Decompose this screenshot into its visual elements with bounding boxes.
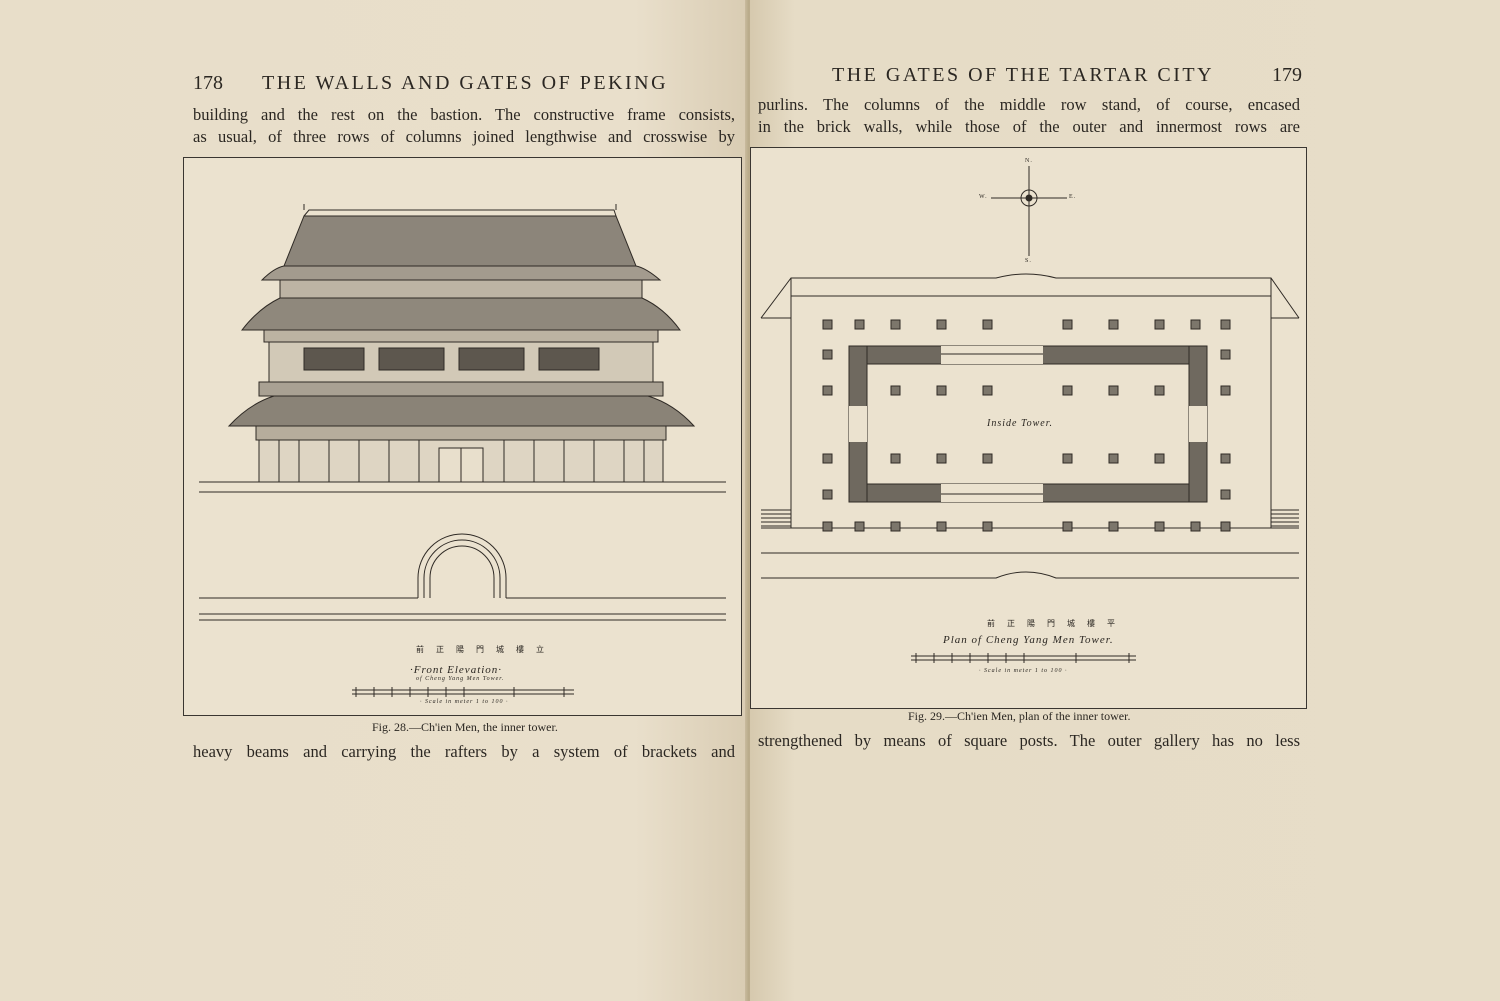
figure-28-scale-label: · Scale in meter 1 to 100 · xyxy=(420,699,509,705)
left-page: 178 THE WALLS AND GATES OF PEKING buildi… xyxy=(0,0,748,1001)
body-line: strengthened by means of square posts. T… xyxy=(758,731,1300,750)
figure-29-title: Plan of Cheng Yang Men Tower. xyxy=(943,634,1114,646)
body-line: as usual, of three rows of columns joine… xyxy=(193,127,735,146)
figure-29-caption: Fig. 29.—Ch'ien Men, plan of the inner t… xyxy=(908,709,1130,724)
inside-tower-label: Inside Tower. xyxy=(987,418,1053,429)
compass-east-label: E. xyxy=(1069,194,1077,200)
page-number-right: 179 xyxy=(1272,64,1302,86)
right-page: THE GATES OF THE TARTAR CITY 179 purlins… xyxy=(750,0,1500,1001)
chinese-title-left: 前 正 陽 門 城 樓 立 xyxy=(416,645,549,654)
caption-fig-number: Fig. 29. xyxy=(908,709,946,723)
figure-28-title: ·Front Elevation· xyxy=(410,664,503,676)
compass-north-label: N. xyxy=(1025,158,1033,164)
figure-28-frame: 前 正 陽 門 城 樓 立 ·Front Elevation· of Cheng… xyxy=(183,157,742,716)
running-head-right: THE GATES OF THE TARTAR CITY xyxy=(832,64,1215,86)
caption-fig-number: Fig. 28. xyxy=(372,720,410,734)
plan-drawing xyxy=(760,166,1300,663)
figure-29-scale-label: · Scale in meter 1 to 100 · xyxy=(979,668,1068,674)
body-line: purlins. The columns of the middle row s… xyxy=(758,95,1300,114)
compass-south-label: S. xyxy=(1025,258,1032,264)
figure-28-subtitle: of Cheng Yang Men Tower. xyxy=(416,676,505,682)
running-head-left: THE WALLS AND GATES OF PEKING xyxy=(262,72,669,94)
body-line: in the brick walls, while those of the o… xyxy=(758,117,1300,136)
caption-text: —Ch'ien Men, plan of the inner tower. xyxy=(945,709,1131,723)
front-elevation-drawing xyxy=(199,204,726,697)
figure-28-caption: Fig. 28.—Ch'ien Men, the inner tower. xyxy=(372,720,558,735)
body-line: building and the rest on the bastion. Th… xyxy=(193,105,735,124)
page-number-left: 178 xyxy=(193,72,223,94)
figure-29-frame: N. S. W. E. Inside Tower. 前 正 陽 門 城 樓 平 … xyxy=(750,147,1307,709)
caption-text: —Ch'ien Men, the inner tower. xyxy=(409,720,558,734)
compass-west-label: W. xyxy=(979,194,988,200)
chinese-title-right: 前 正 陽 門 城 樓 平 xyxy=(987,619,1120,628)
gutter xyxy=(745,0,753,1001)
body-line: heavy beams and carrying the rafters by … xyxy=(193,742,735,761)
